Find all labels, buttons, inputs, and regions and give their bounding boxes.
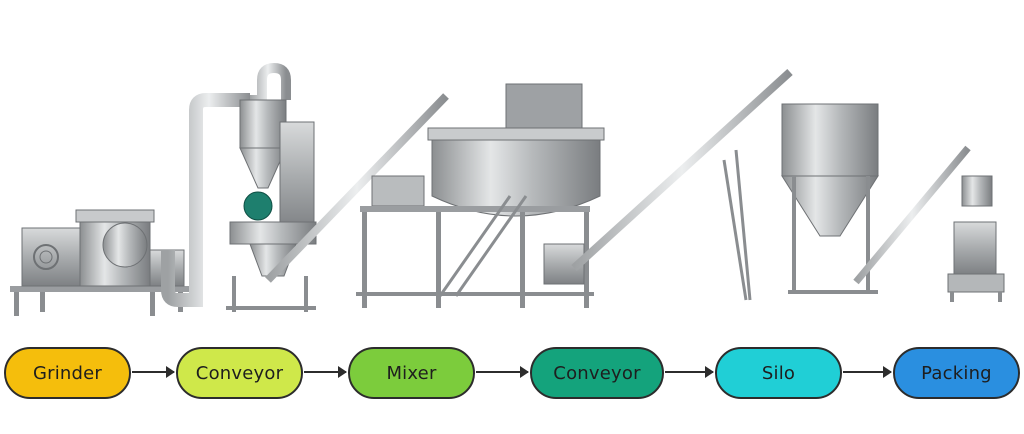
- inclined-conveyor-machine: [571, 69, 793, 301]
- step-silo: Silo: [715, 347, 842, 399]
- production-line-photo: [10, 62, 1005, 316]
- grinder-machine: [10, 93, 250, 316]
- step-label: Grinder: [32, 362, 103, 384]
- step-conveyor-2: Conveyor: [530, 347, 664, 399]
- screw-conveyor-machine: [226, 62, 449, 312]
- flow-arrow: [132, 366, 175, 378]
- step-label: Packing: [921, 362, 992, 384]
- flow-arrow: [665, 366, 714, 378]
- storage-silo-machine: [781, 103, 971, 294]
- step-grinder: Grinder: [4, 347, 131, 399]
- flow-arrow: [476, 366, 529, 378]
- step-label: Conveyor: [195, 362, 284, 384]
- step-mixer: Mixer: [348, 347, 475, 399]
- step-packing: Packing: [893, 347, 1020, 399]
- step-label: Silo: [761, 362, 796, 384]
- step-label: Mixer: [386, 362, 437, 384]
- packing-machine: [947, 175, 1005, 302]
- ribbon-mixer-machine: [356, 83, 605, 308]
- step-label: Conveyor: [553, 362, 641, 384]
- process-flow: Grinder Conveyor Mixer Conveyor Silo Pac…: [0, 330, 1024, 434]
- flow-arrow: [843, 366, 892, 378]
- flow-arrow: [304, 366, 347, 378]
- step-conveyor-1: Conveyor: [176, 347, 303, 399]
